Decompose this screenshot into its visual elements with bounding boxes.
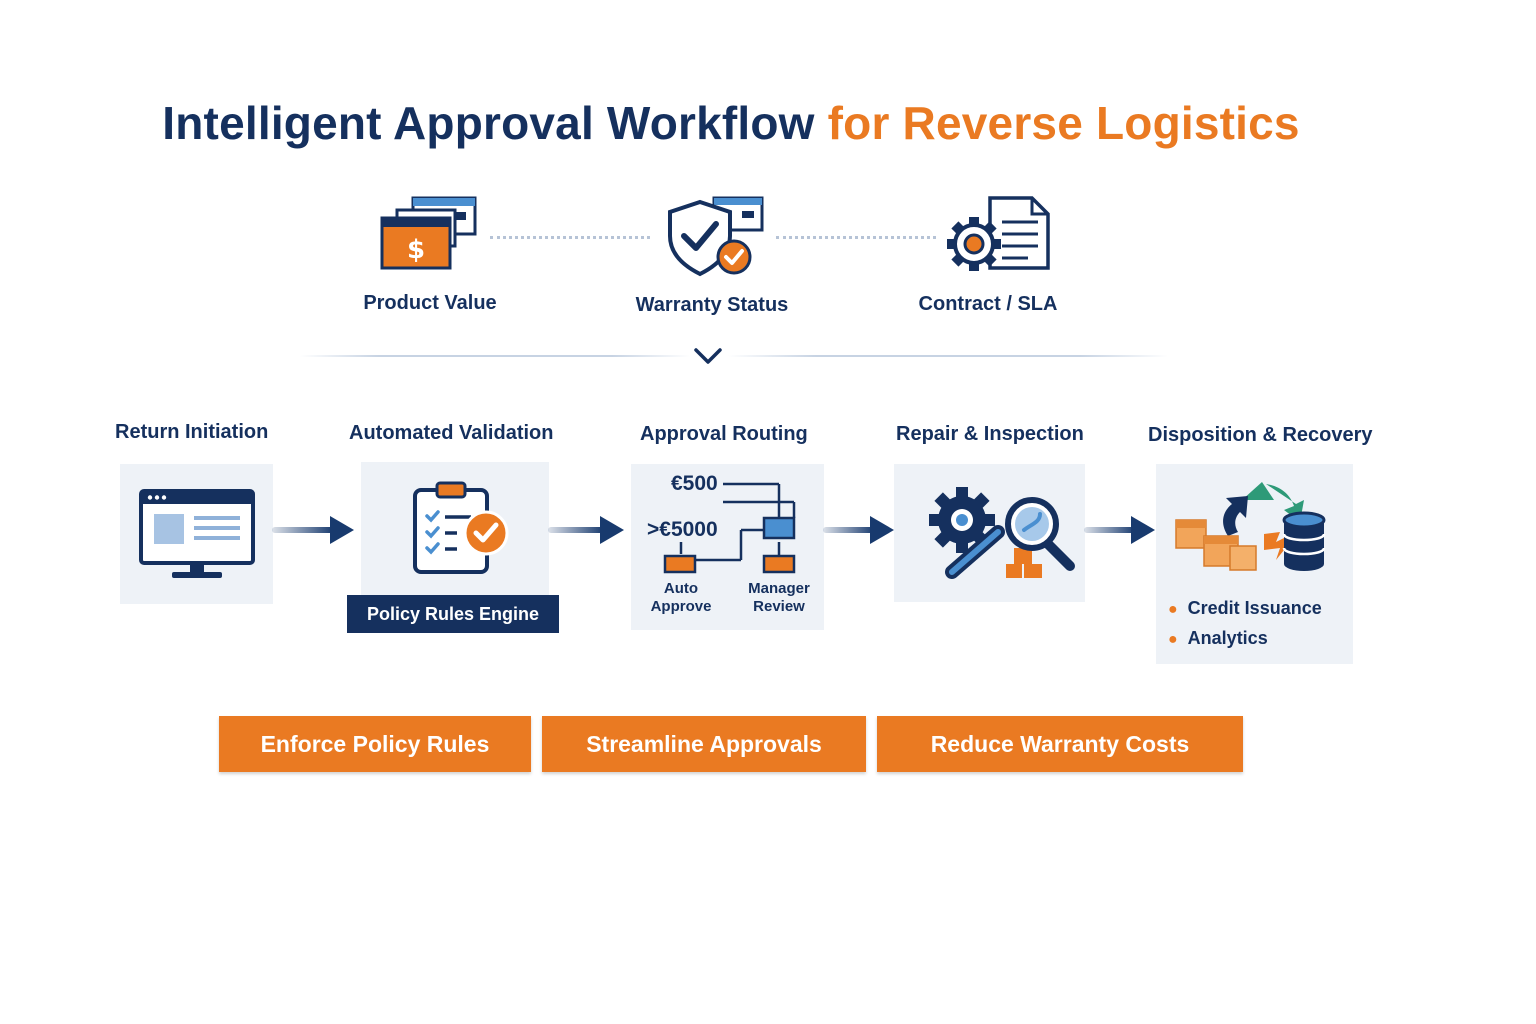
dollar-cards-icon: $ bbox=[380, 196, 480, 274]
bullet-credit-issuance: ● Credit Issuance bbox=[1168, 598, 1322, 619]
factor-label-warranty-status: Warranty Status bbox=[635, 294, 789, 316]
divider-left bbox=[300, 355, 690, 357]
flow-arrow-head-icon bbox=[330, 516, 354, 544]
factor-label-product-value: Product Value bbox=[363, 292, 497, 314]
manager-review-line-1: Manager bbox=[748, 580, 810, 597]
dotted-connector bbox=[776, 236, 936, 239]
routing-tree-icon bbox=[663, 482, 796, 574]
stage-card-automated-validation bbox=[361, 462, 549, 610]
title-main: Intelligent Approval Workflow bbox=[162, 97, 815, 149]
bullet-dot-icon: ● bbox=[1168, 631, 1178, 648]
flow-arrow-line bbox=[1084, 527, 1136, 533]
gear-document-icon bbox=[944, 194, 1052, 274]
dotted-connector bbox=[490, 236, 650, 239]
monitor-icon bbox=[138, 488, 258, 582]
shield-check-icon bbox=[664, 196, 764, 278]
threshold-low-label: €500 bbox=[671, 472, 718, 495]
stage-label-return-initiation: Return Initiation bbox=[115, 421, 269, 443]
benefit-enforce-policy-rules: Enforce Policy Rules bbox=[219, 716, 531, 772]
divider-right bbox=[728, 355, 1168, 357]
bullet-dot-icon: ● bbox=[1168, 601, 1178, 618]
stage-label-approval-routing: Approval Routing bbox=[640, 423, 808, 445]
title-accent: for Reverse Logistics bbox=[827, 97, 1300, 149]
page-title: Intelligent Approval Workflow for Revers… bbox=[0, 96, 1462, 150]
flow-arrow-head-icon bbox=[870, 516, 894, 544]
auto-approve-line-1: Auto bbox=[663, 580, 699, 597]
benefit-reduce-warranty-costs: Reduce Warranty Costs bbox=[877, 716, 1243, 772]
factor-label-contract-sla: Contract / SLA bbox=[918, 293, 1058, 315]
flow-arrow-line bbox=[272, 527, 334, 533]
bullet-analytics: ● Analytics bbox=[1168, 628, 1268, 649]
policy-rules-engine-badge: Policy Rules Engine bbox=[347, 595, 559, 633]
stage-card-repair-inspection bbox=[894, 464, 1085, 602]
flow-arrow-line bbox=[823, 527, 875, 533]
manager-review-line-2: Review bbox=[753, 598, 805, 615]
stage-label-disposition-recovery: Disposition & Recovery bbox=[1148, 424, 1373, 446]
threshold-high-label: >€5000 bbox=[647, 518, 718, 541]
auto-approve-label: Auto Approve bbox=[643, 580, 719, 616]
manager-review-label: Manager Review bbox=[739, 580, 819, 616]
chevron-down-icon bbox=[692, 345, 724, 367]
stage-card-return-initiation bbox=[120, 464, 273, 604]
bullet-credit-issuance-text: Credit Issuance bbox=[1187, 598, 1322, 618]
auto-approve-line-2: Approve bbox=[650, 598, 712, 615]
clipboard-check-icon bbox=[411, 480, 511, 576]
flow-arrow-line bbox=[548, 527, 604, 533]
recycle-boxes-database-icon bbox=[1170, 476, 1342, 586]
flow-arrow-head-icon bbox=[600, 516, 624, 544]
stage-label-automated-validation: Automated Validation bbox=[349, 422, 554, 444]
benefit-streamline-approvals: Streamline Approvals bbox=[542, 716, 866, 772]
stage-card-approval-routing: €500 >€5000 Auto Approve Manager Review bbox=[631, 464, 824, 630]
flow-arrow-head-icon bbox=[1131, 516, 1155, 544]
svg-text:$: $ bbox=[407, 235, 425, 265]
stage-label-repair-inspection: Repair & Inspection bbox=[896, 423, 1084, 445]
gear-wrench-magnifier-icon bbox=[928, 484, 1080, 584]
stage-card-disposition-recovery: ● Credit Issuance ● Analytics bbox=[1156, 464, 1353, 664]
bullet-analytics-text: Analytics bbox=[1187, 628, 1268, 648]
